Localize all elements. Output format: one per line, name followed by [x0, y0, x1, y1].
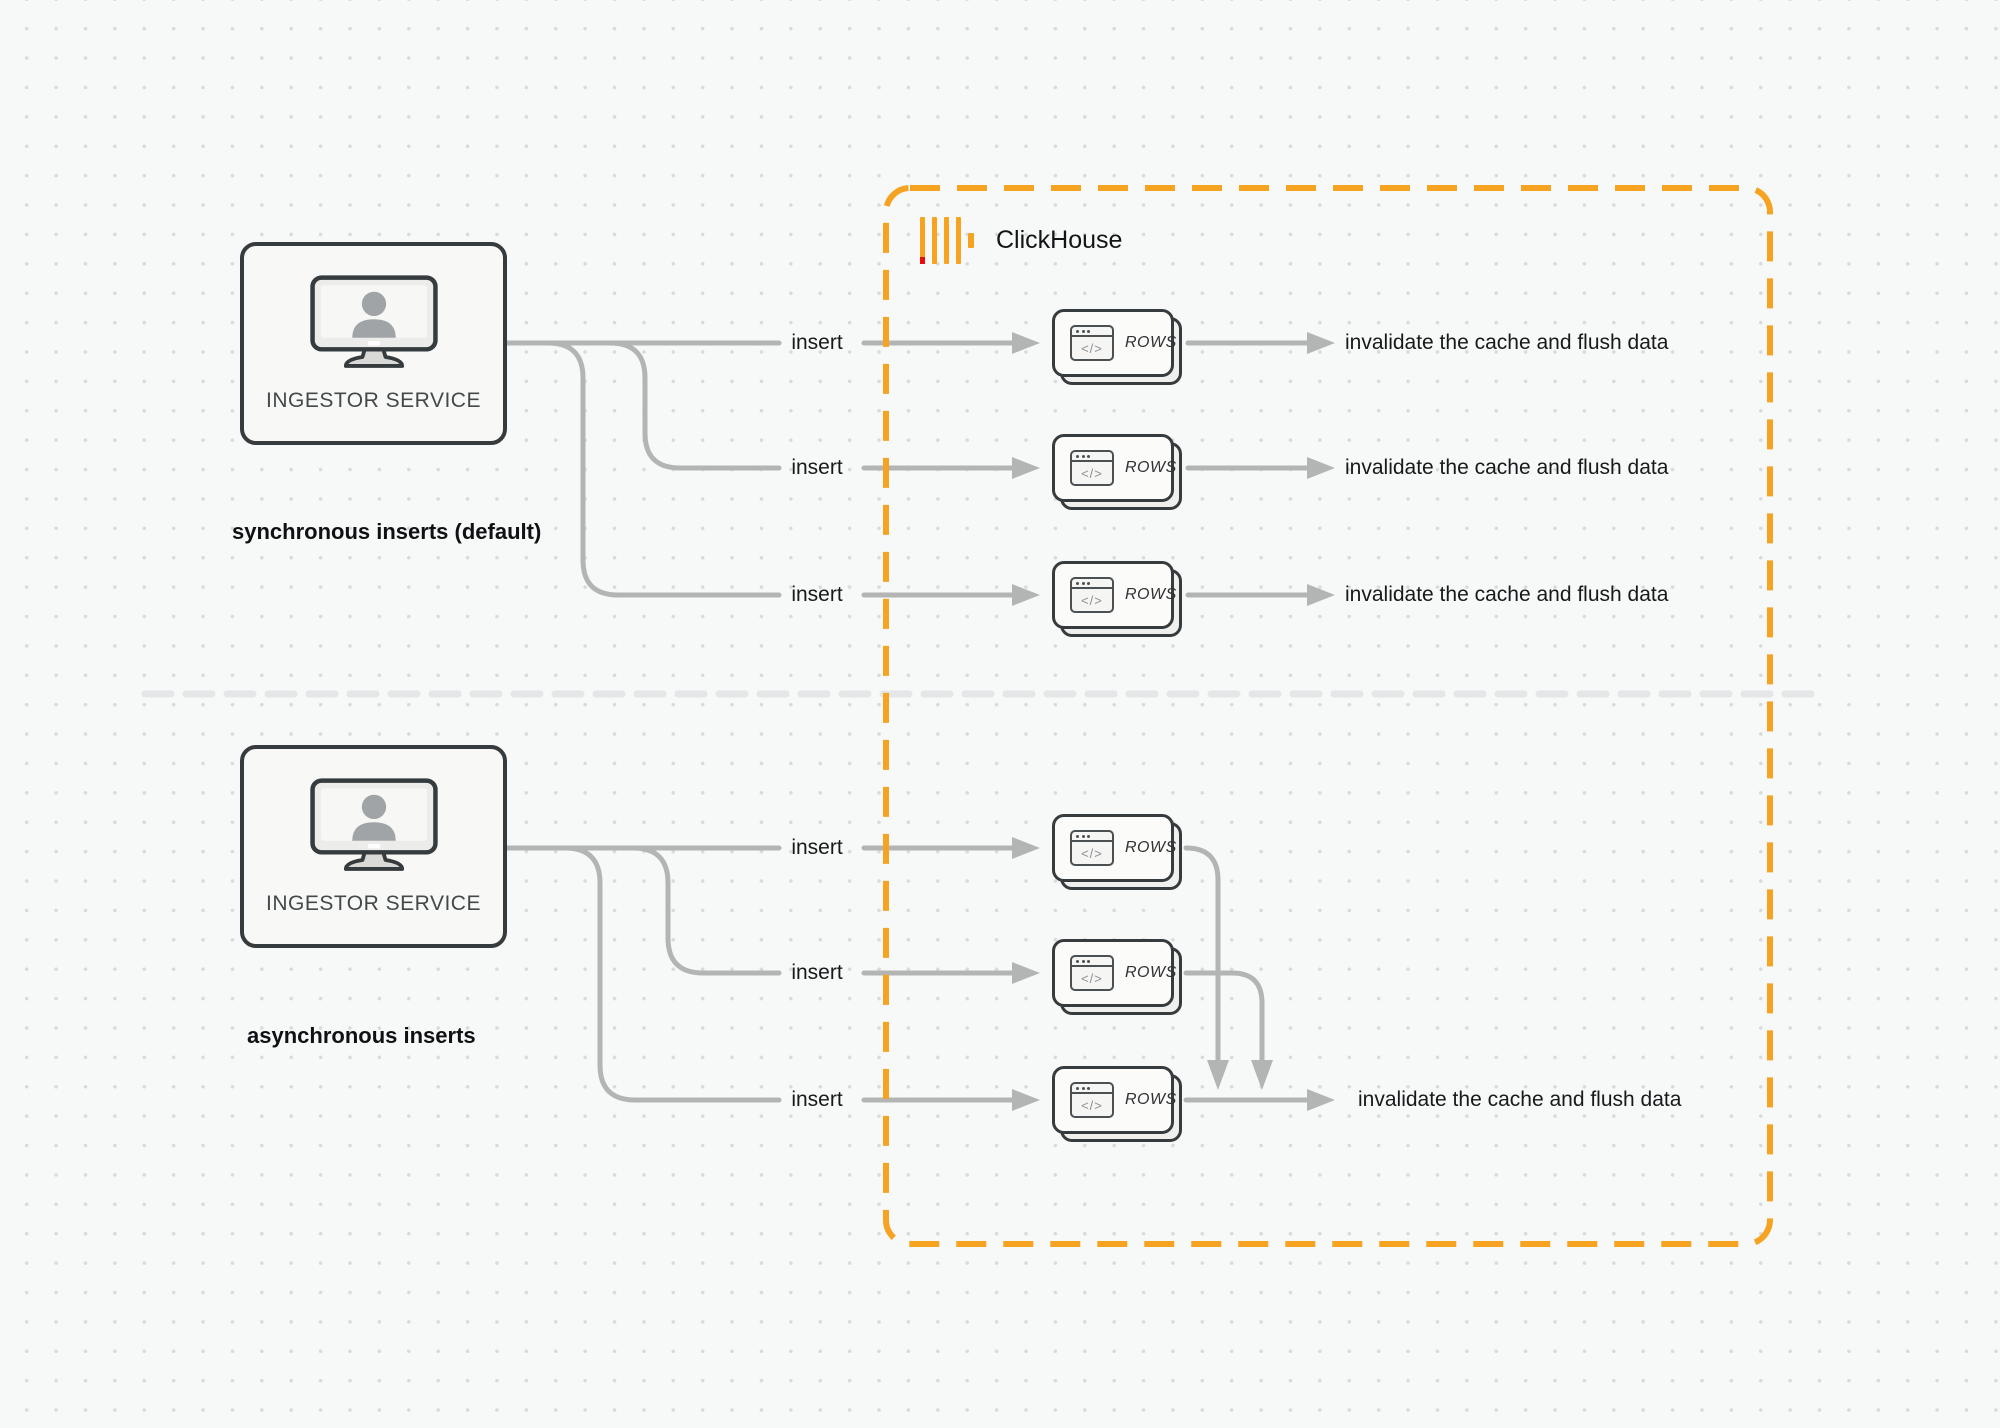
rows-label: ROWS — [1125, 839, 1177, 856]
invalidate-label: invalidate the cache and flush data — [1358, 1088, 1682, 1111]
code-glyph: </> — [1081, 970, 1103, 986]
browser-window-icon: </> — [1070, 830, 1114, 866]
rows-card-front: </> ROWS — [1052, 814, 1177, 882]
connector — [1183, 970, 1265, 1063]
invalidate-label: invalidate the cache and flush data — [1345, 331, 1669, 354]
code-glyph: </> — [1081, 340, 1103, 356]
rows-label: ROWS — [1125, 459, 1177, 476]
browser-header — [1072, 957, 1112, 967]
monitor-user-icon — [309, 777, 438, 871]
browser-header — [1072, 1084, 1112, 1094]
ingestor-service-box-async: INGESTOR SERVICE — [240, 745, 507, 948]
arrowhead-down — [1251, 1060, 1273, 1090]
invalidate-label: invalidate the cache and flush data — [1345, 583, 1669, 606]
rows-card: </> ROWS — [1052, 434, 1184, 512]
arrowhead-right — [1012, 962, 1040, 984]
connector — [545, 340, 782, 598]
code-glyph: </> — [1081, 465, 1103, 481]
browser-window-icon: </> — [1070, 577, 1114, 613]
monitor-user-icon — [309, 274, 438, 368]
logo-bar-icon — [944, 217, 949, 264]
rows-card: </> ROWS — [1052, 814, 1184, 892]
connector — [1183, 845, 1221, 1063]
arrowhead-right — [1307, 457, 1335, 479]
browser-window-icon: </> — [1070, 450, 1114, 486]
clickhouse-label: ClickHouse — [996, 226, 1123, 254]
browser-header — [1072, 327, 1112, 337]
ingestor-service-label: INGESTOR SERVICE — [266, 891, 481, 915]
sync-connectors — [504, 332, 1335, 606]
async-connectors — [504, 837, 1335, 1111]
arrowhead-right — [1012, 584, 1040, 606]
arrowhead-right — [1012, 1089, 1040, 1111]
insert-label: insert — [791, 1088, 843, 1111]
logo-bar-icon — [956, 217, 961, 264]
connector — [607, 340, 782, 471]
browser-header — [1072, 579, 1112, 589]
browser-header — [1072, 832, 1112, 842]
rows-card-front: </> ROWS — [1052, 434, 1177, 502]
clickhouse-dashed-border — [883, 185, 1773, 1247]
rows-card: </> ROWS — [1052, 1066, 1184, 1144]
code-glyph: </> — [1081, 845, 1103, 861]
arrowhead-right — [1012, 837, 1040, 859]
rows-card: </> ROWS — [1052, 561, 1184, 639]
rows-label: ROWS — [1125, 334, 1177, 351]
clickhouse-logo-bars — [920, 217, 974, 264]
sync-caption: synchronous inserts (default) — [232, 519, 542, 544]
ingestor-service-box-sync: INGESTOR SERVICE — [240, 242, 507, 445]
arrowhead-right — [1307, 584, 1335, 606]
code-glyph: </> — [1081, 592, 1103, 608]
browser-window-icon: </> — [1070, 955, 1114, 991]
ingestor-service-label: INGESTOR SERVICE — [266, 388, 481, 412]
connector — [562, 845, 782, 1103]
arrowhead-right — [1012, 332, 1040, 354]
browser-window-icon: </> — [1070, 1082, 1114, 1118]
rows-card-front: </> ROWS — [1052, 309, 1177, 377]
insert-label: insert — [791, 583, 843, 606]
invalidate-label: invalidate the cache and flush data — [1345, 456, 1669, 479]
logo-bar-short-icon — [968, 233, 974, 248]
arrowhead-right — [1307, 332, 1335, 354]
logo-red-dot — [920, 257, 925, 264]
rows-card: </> ROWS — [1052, 939, 1184, 1017]
arrowhead-right — [1012, 457, 1040, 479]
connector — [630, 845, 782, 976]
insert-label: insert — [791, 836, 843, 859]
rows-label: ROWS — [1125, 964, 1177, 981]
rows-card-front: </> ROWS — [1052, 1066, 1177, 1134]
rows-card-front: </> ROWS — [1052, 561, 1177, 629]
clickhouse-logo: ClickHouse — [920, 217, 1122, 264]
arrowhead-down — [1207, 1060, 1229, 1090]
browser-header — [1072, 452, 1112, 462]
arrowhead-right — [1307, 1089, 1335, 1111]
insert-label: insert — [791, 961, 843, 984]
rows-card-front: </> ROWS — [1052, 939, 1177, 1007]
insert-label: insert — [791, 331, 843, 354]
logo-bar-icon — [932, 217, 937, 264]
rows-card: </> ROWS — [1052, 309, 1184, 387]
rows-label: ROWS — [1125, 1091, 1177, 1108]
rows-label: ROWS — [1125, 586, 1177, 603]
insert-label: insert — [791, 456, 843, 479]
code-glyph: </> — [1081, 1097, 1103, 1113]
logo-bar-icon — [920, 217, 925, 264]
browser-window-icon: </> — [1070, 325, 1114, 361]
async-caption: asynchronous inserts — [247, 1023, 476, 1048]
